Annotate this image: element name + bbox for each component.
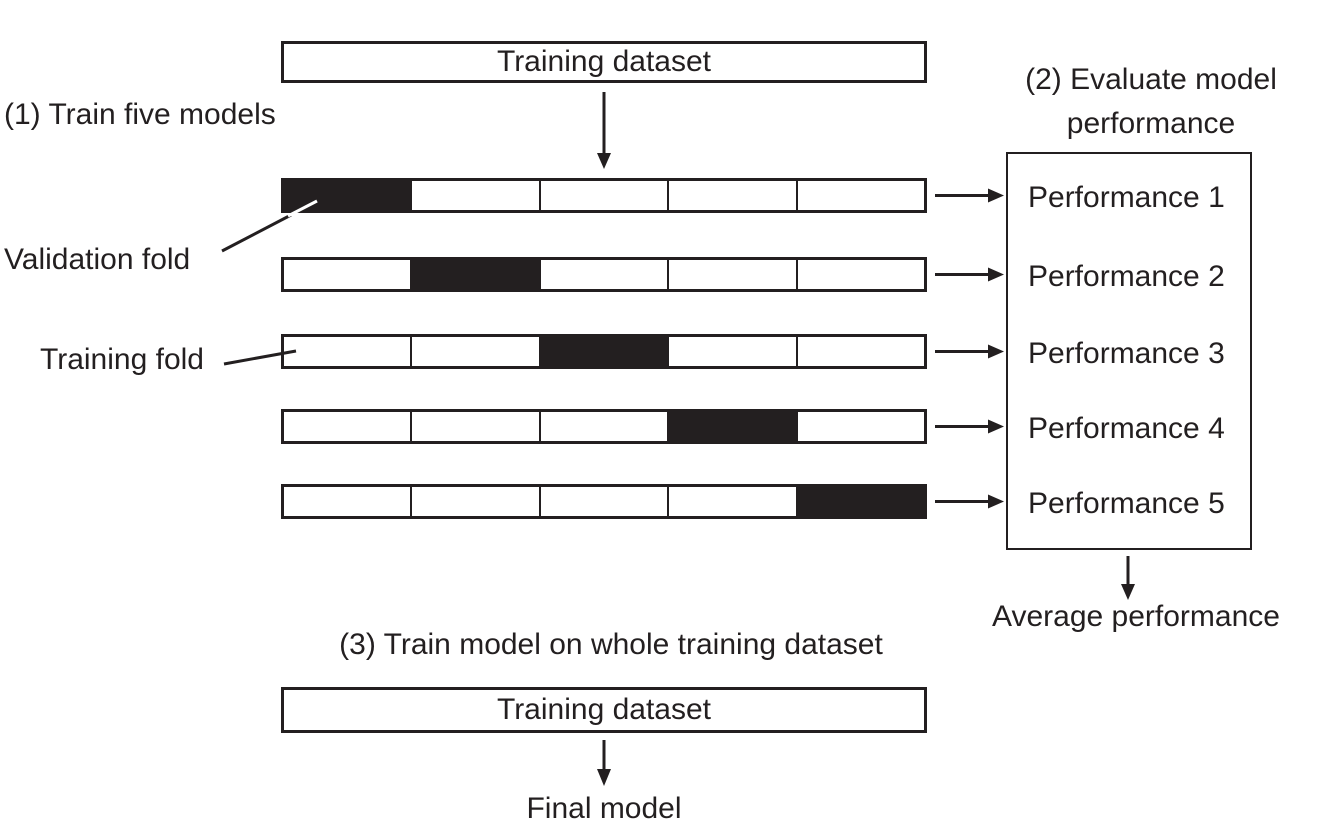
training-fold-cell [412,487,541,516]
training-fold-cell [669,487,798,516]
performance-item: Performance 3 [1028,336,1225,370]
performance-box: Performance 1 Performance 2 Performance 3 P… [1006,152,1252,550]
fold-row-model-1 [281,178,927,213]
training-fold-cell [412,181,541,210]
step2-label-line2: performance [1066,107,1236,140]
training-fold-cell [540,260,670,289]
validation-fold-cell [540,337,670,366]
fold-row-model-5 [281,484,927,519]
training-fold-cell [797,412,925,441]
training-fold-cell [412,337,541,366]
validation-fold-cell [669,412,798,441]
training-fold-cell [540,181,670,210]
training-fold-cell [540,412,670,441]
training-fold-cell [797,337,925,366]
final-model-label: Final model [526,792,682,825]
validation-fold-label: Validation fold [4,243,191,276]
step1-label: (1) Train five models [4,98,276,131]
performance-item: Performance 2 [1028,259,1225,293]
performance-item: Performance 5 [1028,486,1225,520]
fold-row-model-2 [281,257,927,292]
training-fold-cell [284,260,413,289]
training-fold-cell [284,487,413,516]
step3-label: (3) Train model on whole training datase… [339,628,883,661]
training-dataset-box-bottom: Training dataset [281,687,927,733]
validation-fold-cell [797,487,925,516]
training-fold-cell [412,412,541,441]
training-fold-cell [797,260,925,289]
training-fold-cell [540,487,670,516]
training-dataset-label: Training dataset [496,45,711,78]
training-dataset-box-top: Training dataset [281,41,927,83]
training-fold-label: Training fold [40,343,204,376]
validation-fold-cell [284,181,413,210]
training-fold-cell [284,412,413,441]
step2-label-line1: (2) Evaluate model [1025,63,1277,96]
training-dataset-label: Training dataset [496,693,711,726]
average-performance-label: Average performance [992,600,1280,633]
training-fold-cell [669,337,798,366]
training-fold-cell [284,337,413,366]
fold-row-model-3 [281,334,927,369]
validation-fold-cell [412,260,541,289]
training-fold-cell [797,181,925,210]
training-fold-cell [669,260,798,289]
fold-row-model-4 [281,409,927,444]
training-fold-cell [669,181,798,210]
performance-item: Performance 1 [1028,180,1225,214]
performance-item: Performance 4 [1028,411,1225,445]
step2-label: (2) Evaluate model performance [1005,58,1297,146]
